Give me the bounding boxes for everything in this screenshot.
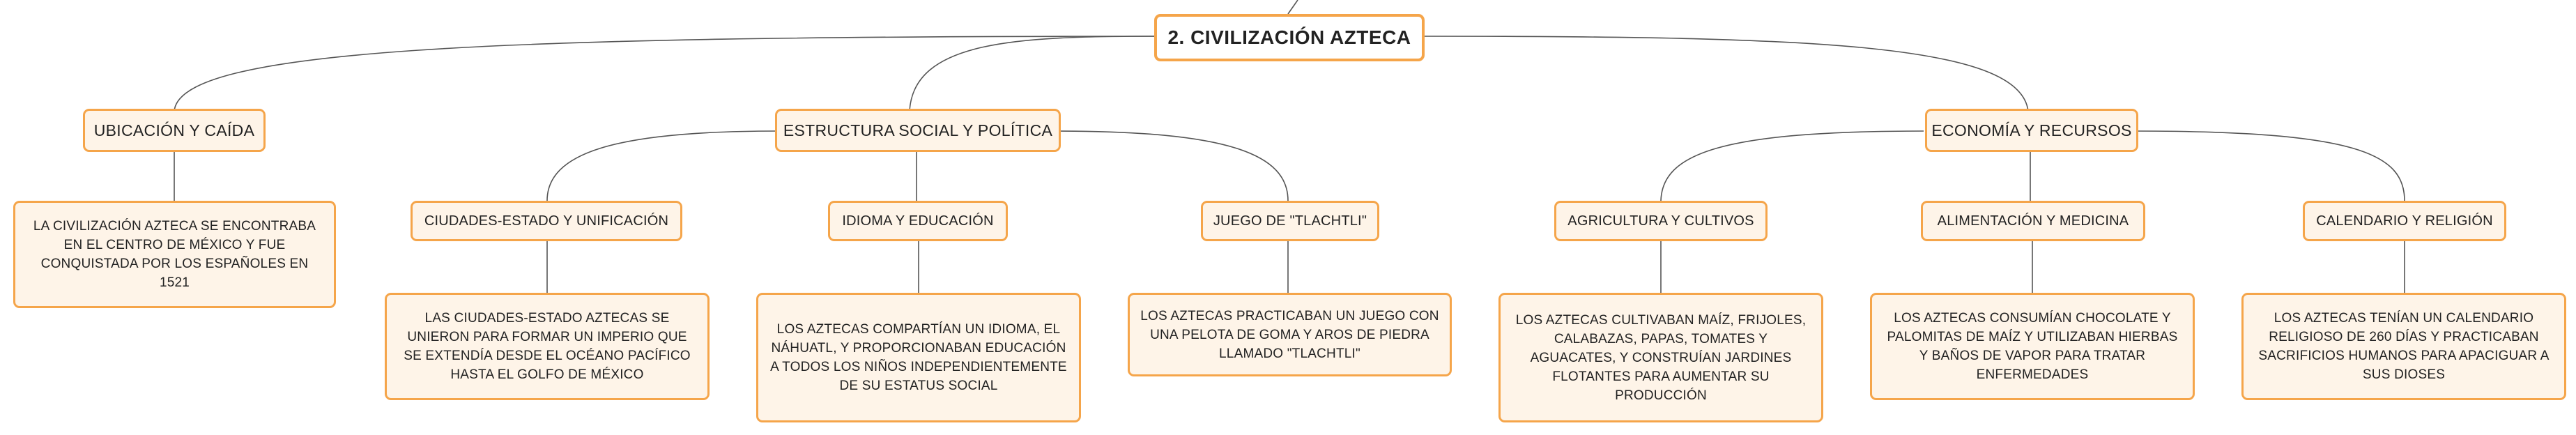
- leaf-alimentacion[interactable]: LOS AZTECAS CONSUMÍAN CHOCOLATE Y PALOMI…: [1870, 293, 2195, 400]
- node-ubicacion-caida[interactable]: UBICACIÓN Y CAÍDA: [83, 109, 266, 152]
- leaf-text: LOS AZTECAS PRACTICABAN UN JUEGO CON UNA…: [1140, 308, 1439, 361]
- connector-economia-calendario: [2134, 130, 2405, 201]
- node-calendario-religion[interactable]: CALENDARIO Y RELIGIÓN: [2303, 201, 2506, 241]
- leaf-text: LOS AZTECAS CULTIVABAN MAÍZ, FRIJOLES, C…: [1515, 312, 1807, 403]
- node-alimentacion-medicina[interactable]: ALIMENTACIÓN Y MEDICINA: [1921, 201, 2145, 241]
- connector-root-economia: [1421, 36, 2029, 112]
- leaf-calendario[interactable]: LOS AZTECAS TENÍAN UN CALENDARIO RELIGIO…: [2241, 293, 2566, 400]
- leaf-text: LOS AZTECAS TENÍAN UN CALENDARIO RELIGIO…: [2258, 311, 2550, 382]
- node-label: AGRICULTURA Y CULTIVOS: [1567, 213, 1754, 229]
- node-label: UBICACIÓN Y CAÍDA: [93, 121, 255, 139]
- connector-estructura-ciudades: [546, 130, 778, 201]
- leaf-text: LOS AZTECAS CONSUMÍAN CHOCOLATE Y PALOMI…: [1887, 311, 2178, 382]
- node-economia-recursos[interactable]: ECONOMÍA Y RECURSOS: [1925, 109, 2138, 152]
- leaf-juego[interactable]: LOS AZTECAS PRACTICABAN UN JUEGO CON UNA…: [1128, 293, 1452, 376]
- leaf-text: LOS AZTECAS COMPARTÍAN UN IDIOMA, EL NÁH…: [770, 322, 1067, 393]
- node-ciudades-estado[interactable]: CIUDADES-ESTADO Y UNIFICACIÓN: [411, 201, 682, 241]
- node-juego-tlachtli[interactable]: JUEGO DE "TLACHTLI": [1201, 201, 1379, 241]
- connector-root-parent: [1287, 0, 1298, 15]
- node-label: ECONOMÍA Y RECURSOS: [1931, 121, 2132, 139]
- root-node[interactable]: 2. CIVILIZACIÓN AZTECA: [1154, 14, 1425, 61]
- leaf-idioma[interactable]: LOS AZTECAS COMPARTÍAN UN IDIOMA, EL NÁH…: [756, 293, 1081, 422]
- leaf-ciudades[interactable]: LAS CIUDADES-ESTADO AZTECAS SE UNIERON P…: [385, 293, 710, 400]
- connector-economia-agricultura: [1660, 130, 1924, 201]
- node-label: ALIMENTACIÓN Y MEDICINA: [1937, 213, 2129, 229]
- node-label: JUEGO DE "TLACHTLI": [1213, 213, 1367, 229]
- leaf-text: LA CIVILIZACIÓN AZTECA SE ENCONTRABA EN …: [33, 219, 316, 290]
- leaf-text: LAS CIUDADES-ESTADO AZTECAS SE UNIERON P…: [404, 311, 691, 382]
- node-estructura-social[interactable]: ESTRUCTURA SOCIAL Y POLÍTICA: [775, 109, 1061, 152]
- leaf-ubicacion[interactable]: LA CIVILIZACIÓN AZTECA SE ENCONTRABA EN …: [13, 201, 336, 308]
- connector-estructura-juego: [1055, 130, 1289, 201]
- connector-root-ubicacion: [174, 36, 1158, 112]
- leaf-agricultura[interactable]: LOS AZTECAS CULTIVABAN MAÍZ, FRIJOLES, C…: [1498, 293, 1823, 422]
- connector-root-estructura: [909, 36, 1158, 112]
- root-label: 2. CIVILIZACIÓN AZTECA: [1167, 26, 1411, 48]
- node-label: CALENDARIO Y RELIGIÓN: [2316, 213, 2493, 229]
- node-idioma-educacion[interactable]: IDIOMA Y EDUCACIÓN: [828, 201, 1008, 241]
- node-agricultura-cultivos[interactable]: AGRICULTURA Y CULTIVOS: [1554, 201, 1768, 241]
- node-label: IDIOMA Y EDUCACIÓN: [842, 213, 994, 229]
- node-label: CIUDADES-ESTADO Y UNIFICACIÓN: [424, 213, 669, 229]
- node-label: ESTRUCTURA SOCIAL Y POLÍTICA: [783, 121, 1053, 139]
